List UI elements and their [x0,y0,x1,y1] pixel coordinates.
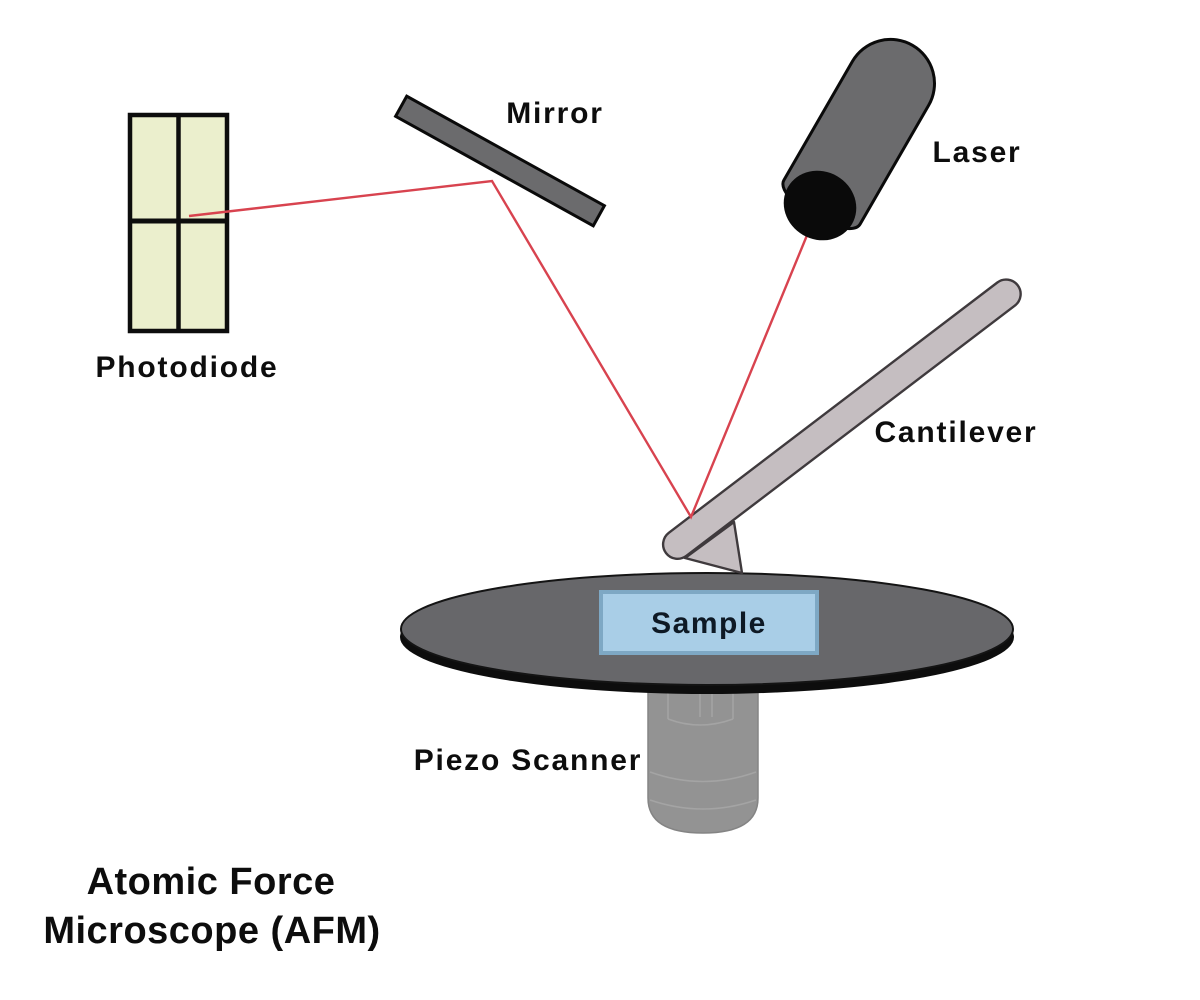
sample-box [599,590,819,655]
mirror-label: Mirror [506,97,603,130]
laser-label: Laser [932,136,1021,169]
cantilever [661,278,1022,575]
piezo-body [647,659,759,834]
diagram-title: Atomic Force Microscope (AFM) [43,861,380,952]
title-line-2: Microscope (AFM) [43,910,380,952]
sample: Sample [599,590,819,655]
photodiode-label: Photodiode [96,351,279,384]
piezo-segment-lines [649,690,757,810]
piezo-scanner [647,659,759,834]
cantilever-label: Cantilever [874,416,1037,449]
laser-aperture [783,170,857,241]
cantilever-arm [661,278,1022,561]
title-line-1: Atomic Force [87,861,336,903]
piezo-scanner-label: Piezo Scanner [414,744,642,777]
photodiode [127,112,230,334]
laser-beam-path [188,179,812,520]
mirror-bar [393,94,607,228]
cantilever-tip [683,520,744,575]
mirror [393,94,607,228]
sample-label: Sample [651,607,767,640]
laser [781,37,936,241]
